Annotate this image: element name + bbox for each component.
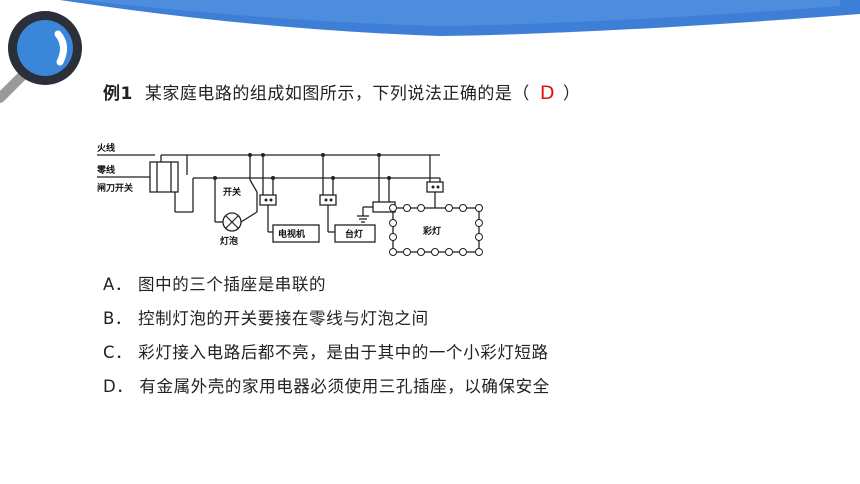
circuit-diagram: 火线 零线 闸刀开关 开关 灯泡 电视机 台灯 彩灯 (96, 142, 483, 256)
option-a: A． 图中的三个插座是串联的 (103, 268, 550, 302)
question-line: 例1 某家庭电路的组成如图所示，下列说法正确的是（ D ） (103, 79, 580, 104)
label-tv: 电视机 (278, 228, 305, 240)
question-text: 某家庭电路的组成如图所示，下列说法正确的是（ (144, 84, 530, 104)
option-b-letter: B． (103, 309, 133, 328)
option-d-text: 有金属外壳的家用电器必须使用三孔插座，以确保安全 (139, 377, 550, 396)
label-fire-line: 火线 (97, 142, 115, 154)
label-knife-switch: 闸刀开关 (97, 182, 133, 194)
option-a-text: 图中的三个插座是串联的 (138, 275, 327, 294)
answer-letter: D (539, 82, 555, 104)
option-d-letter: D． (103, 377, 134, 396)
label-lamp: 台灯 (345, 228, 363, 240)
magnifier-icon (0, 11, 82, 103)
label-switch: 开关 (223, 186, 241, 198)
option-c-text: 彩灯接入电路后都不亮，是由于其中的一个小彩灯短路 (138, 343, 549, 362)
option-b: B． 控制灯泡的开关要接在零线与灯泡之间 (103, 302, 550, 336)
string-lights-beads (389, 204, 483, 256)
top-banner (60, 0, 860, 36)
label-string-lights: 彩灯 (422, 225, 441, 237)
bulb-symbol (222, 212, 242, 232)
label-bulb: 灯泡 (220, 235, 238, 247)
question-close: ） (562, 84, 581, 104)
options-list: A． 图中的三个插座是串联的 B． 控制灯泡的开关要接在零线与灯泡之间 C． 彩灯接入… (103, 268, 550, 404)
label-zero-line: 零线 (96, 164, 115, 176)
option-c: C． 彩灯接入电路后都不亮，是由于其中的一个小彩灯短路 (103, 336, 550, 370)
question-label: 例1 (103, 84, 133, 104)
option-a-letter: A． (103, 275, 132, 294)
option-b-text: 控制灯泡的开关要接在零线与灯泡之间 (138, 309, 429, 328)
option-c-letter: C． (103, 343, 133, 362)
option-d: D． 有金属外壳的家用电器必须使用三孔插座，以确保安全 (103, 370, 550, 404)
